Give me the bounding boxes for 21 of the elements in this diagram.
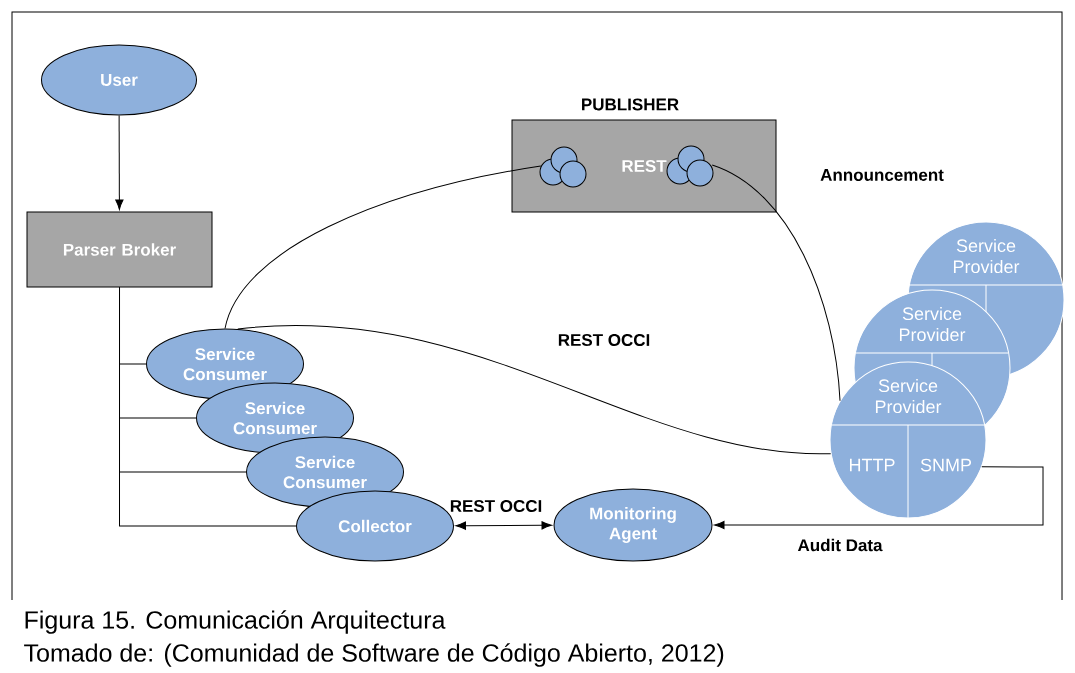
connector (455, 521, 552, 530)
node-text: HTTP (850, 458, 895, 472)
caption: Figura 15. Comunicación Arquitectura (25, 610, 446, 634)
connector (237, 324, 832, 455)
node-text: Service Provider (899, 306, 966, 342)
connector (711, 164, 841, 402)
broker-box: Parser Broker (26, 211, 213, 288)
connector (119, 287, 297, 527)
edge-label: Audit Data (797, 538, 883, 552)
connector (224, 165, 542, 329)
node-text: Service Provider (953, 238, 1020, 274)
connector (714, 466, 1044, 530)
edge-label: REST OCCI (558, 334, 650, 347)
node-text: SNMP (920, 458, 972, 472)
node-text: Service Provider (875, 378, 942, 414)
connector (115, 115, 124, 210)
heading: PUBLISHER (582, 98, 679, 111)
edge-label: Announcement (820, 169, 944, 181)
circles-icon (539, 146, 587, 188)
source-note: Tomado de: (Comunidad de Software de Código Abierto, 2012) (24, 643, 724, 667)
circles-icon (666, 145, 714, 187)
